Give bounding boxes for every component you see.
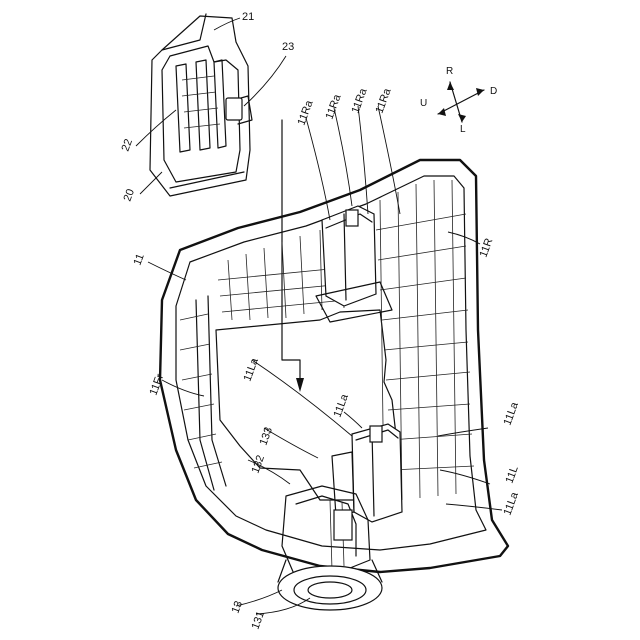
- label-11Ra-d: 11Ra: [374, 86, 394, 115]
- direction-label-U: U: [420, 98, 427, 109]
- direction-label-R: R: [446, 66, 453, 77]
- label-11R: 11R: [478, 237, 496, 259]
- label-11L: 11L: [504, 464, 521, 485]
- label-11Ra-c: 11Ra: [350, 86, 370, 115]
- cover-unit-20: [150, 14, 252, 196]
- label-20: 20: [122, 187, 137, 203]
- direction-indicator: R U D L: [420, 66, 497, 135]
- label-132: 132: [250, 454, 268, 475]
- insertion-arrow-path: [282, 120, 300, 380]
- direction-label-D: D: [490, 86, 497, 97]
- label-21: 21: [242, 11, 254, 23]
- label-13: 13: [230, 599, 245, 615]
- label-11La-a: 11La: [242, 356, 262, 383]
- label-133: 133: [258, 426, 276, 447]
- insertion-arrow-head: [296, 378, 304, 392]
- label-11: 11: [132, 252, 147, 267]
- leader-lines: [136, 18, 502, 614]
- label-131: 131: [250, 610, 268, 631]
- label-11La-d: 11La: [502, 490, 522, 517]
- direction-label-L: L: [460, 124, 466, 135]
- label-11Ra-b: 11Ra: [324, 92, 344, 121]
- label-22: 22: [120, 137, 135, 153]
- label-23: 23: [282, 41, 294, 53]
- label-11La-c: 11La: [502, 400, 522, 427]
- reference-labels: 21 23 22 20 11 11Fr 11Ra 11Ra 11Ra 11Ra …: [120, 11, 522, 631]
- label-11Ra-a: 11Ra: [296, 98, 316, 127]
